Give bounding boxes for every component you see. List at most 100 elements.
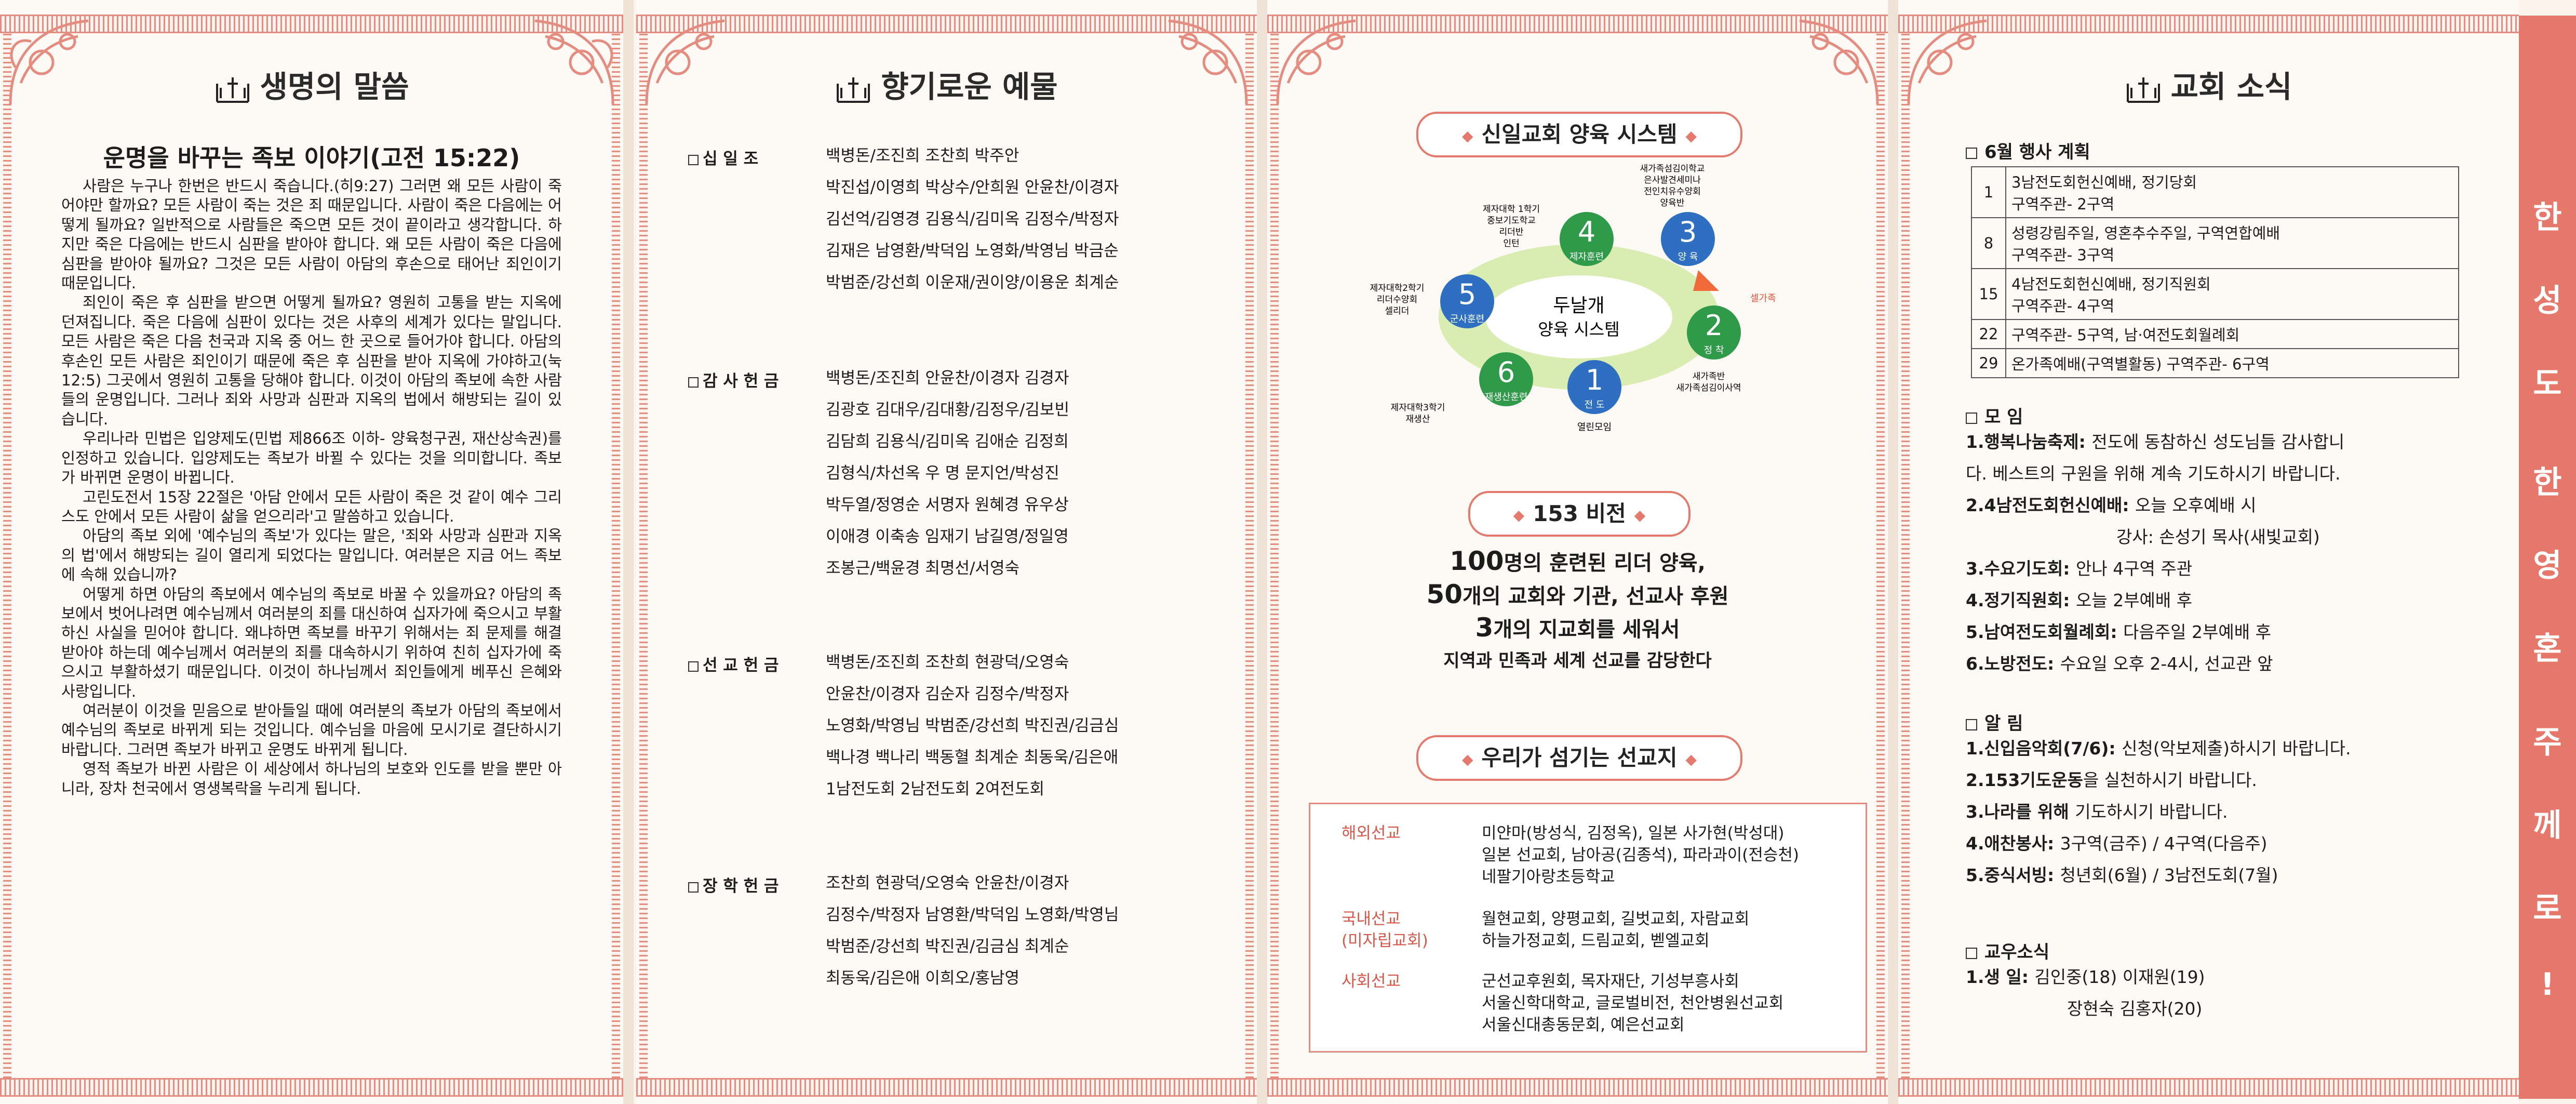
border-bottom	[636, 1078, 1257, 1097]
item-text: 3구역(금주) / 4구역(다음주)	[2060, 833, 2268, 854]
panel-header: 생명의 말씀	[0, 62, 623, 106]
system-title: 신일교회 양육 시스템	[1481, 122, 1678, 147]
mission-line: 서울신대총동문회, 예은선교회	[1482, 1016, 1685, 1034]
mission-line: 서울신학대학교, 글로벌비전, 천안병원선교회	[1482, 994, 1784, 1013]
list-item: 2.153기도운동을 실천하시기 바랍니다.	[1966, 764, 2488, 796]
offering-names: 조찬희 현광덕/오영숙 안윤찬/이경자 김정수/박정자 남영환/박덕임 노영화/…	[826, 873, 1226, 1000]
event-day: 29	[1971, 348, 2006, 378]
item-text: 오늘 오후예배 시	[2135, 495, 2257, 515]
event-text: 구역주관- 5구역, 남·여전도회월례회	[2005, 319, 2459, 349]
border-top	[1898, 15, 2519, 33]
banner-char: !	[2540, 966, 2555, 1003]
item-label: 2.153기도운동	[1966, 770, 2083, 790]
vision-line-last: 지역과 민족과 세계 선교를 감당한다	[1443, 650, 1712, 671]
offering-line: 박범준/강선희 이운재/권이양/이용운 최계순	[826, 273, 1119, 292]
offering-names: 백병돈/조진희 조찬희 박주안 박진섭/이영희 박상수/안희원 안윤찬/이경자 …	[826, 145, 1226, 304]
vision-number: 50	[1426, 579, 1463, 609]
bible-cross-icon	[837, 77, 870, 103]
gyou-heading: 교우소식	[1966, 938, 2049, 963]
offering-line: 박두열/정영순 서명자 원혜경 유우상	[826, 496, 1069, 514]
gyou-title: 교우소식	[1984, 942, 2050, 963]
vision-title-pill: ◆153 비전◆	[1468, 491, 1691, 537]
event-day: 8	[1971, 217, 2006, 269]
mission-line: 일본 선교회, 남아공(김종석), 파라과이(전승천)	[1482, 846, 1800, 864]
mission-lines: 군선교후원회, 목자재단, 기성부흥사회 서울신학대학교, 글로벌비전, 천안병…	[1482, 970, 1855, 1036]
ornament-corner-icon	[645, 19, 725, 104]
svg-text:재생산: 재생산	[1406, 414, 1430, 424]
ornament-corner-icon	[1907, 19, 1987, 104]
offering-group-scholarship: 장 학 헌 금 조찬희 현광덕/오영숙 안윤찬/이경자 김정수/박정자 남영환/…	[688, 873, 1226, 1000]
center-label: 두날개	[1553, 295, 1604, 316]
checkbox-icon	[1966, 147, 1977, 159]
mission-title-pill: ◆우리가 섬기는 선교지◆	[1416, 735, 1742, 781]
node-label: 군사훈련	[1450, 314, 1484, 325]
vision-number: 3	[1475, 613, 1494, 643]
node-note: 열린모임	[1577, 422, 1612, 433]
diamond-icon: ◆	[1461, 750, 1473, 768]
node-label: 전 도	[1585, 400, 1605, 410]
sermon-paragraph: 어떻게 하면 아담의 족보에서 예수님의 족보로 바꿀 수 있을까요? 아담의 …	[61, 585, 562, 700]
item-label: 5.중식서빙:	[1966, 865, 2060, 885]
item-label: 6.노방전도:	[1966, 654, 2060, 674]
item-label: 1.생 일:	[1966, 967, 2035, 987]
list-item: 5.남여전도회월례회: 다음주일 2부예배 후	[1966, 616, 2488, 648]
node-label: 재생산훈련	[1485, 392, 1528, 403]
mission-line: 군선교후원회, 목자재단, 기성부흥사회	[1482, 972, 1739, 991]
offering-line: 이애경 이축송 임재기 남길영/정일영	[826, 527, 1069, 546]
offering-line: 백병돈/조진희 안윤찬/이경자 김경자	[826, 369, 1069, 388]
item-text: 전도에 동참하신 성도님들 감사합니	[2091, 432, 2345, 452]
banner-char: 주	[2533, 724, 2562, 761]
mission-row-overseas: 해외선교 미얀마(방성식, 김정옥), 일본 사가현(박성대) 일본 선교회, …	[1341, 822, 1855, 888]
item-label: 3.나라를 위해	[1966, 802, 2075, 822]
sermon-paragraph: 사람은 누구나 한번은 반드시 죽습니다.(히9:27) 그러면 왜 모든 사람…	[61, 177, 562, 292]
mission-line: 하늘가정교회, 드림교회, 벧엘교회	[1482, 932, 1710, 950]
svg-text:인턴: 인턴	[1503, 238, 1519, 249]
offering-line: 조찬희 현광덕/오영숙 안윤찬/이경자	[826, 874, 1069, 893]
list-item: 1.생 일: 김인중(18) 이재원(19)	[1966, 961, 2488, 993]
mission-lines: 미얀마(방성식, 김정옥), 일본 사가현(박성대) 일본 선교회, 남아공(김…	[1482, 822, 1855, 888]
sermon-paragraph: 아담의 족보 외에 '예수님의 족보'가 있다는 말은, '죄와 사망과 심판과…	[61, 527, 562, 584]
offering-line: 백나경 백나리 백동혈 최계순 최동욱/김은애	[826, 748, 1119, 767]
node-label: 제자훈련	[1569, 251, 1604, 262]
ornament-corner-icon	[1799, 19, 1879, 104]
checkbox-icon	[688, 661, 699, 672]
item-label: 2.4남전도회헌신예배:	[1966, 495, 2136, 515]
svg-text:리더반: 리더반	[1499, 227, 1524, 237]
offering-label: 감 사 헌 금	[688, 368, 818, 391]
sermon-paragraph: 죄인이 죽은 후 심판을 받으면 어떻게 될까요? 영원히 고통을 받는 지옥에…	[61, 294, 562, 428]
vision-line: 50개의 교회와 기관, 선교사 후원	[1267, 579, 1888, 612]
offering-names: 백병돈/조진희 조찬희 현광덕/오영숙 안윤찬/이경자 김순자 김정수/박정자 …	[826, 652, 1226, 810]
diamond-icon: ◆	[1634, 506, 1646, 524]
border-right	[1245, 33, 1254, 1078]
ornament-corner-icon	[534, 19, 614, 104]
arrow-icon	[1693, 270, 1719, 291]
banner-char: 영	[2533, 548, 2562, 584]
mission-title: 우리가 섬기는 선교지	[1481, 745, 1678, 770]
banner-char: 한	[2533, 464, 2562, 501]
vision-line-text: 개의 교회와 기관, 선교사 후원	[1463, 584, 1729, 608]
panel-header: 향기로운 예물	[636, 62, 1257, 106]
list-item: 4.정기직원회: 오늘 2부예배 후	[1966, 584, 2488, 616]
offering-names: 백병돈/조진희 안윤찬/이경자 김경자 김광호 김대우/김대황/김정우/김보빈 …	[826, 368, 1226, 590]
border-left	[639, 33, 648, 1078]
border-left	[3, 33, 11, 1078]
list-item: 2.4남전도회헌신예배: 오늘 오후예배 시	[1966, 489, 2488, 521]
node-number: 4	[1578, 216, 1595, 248]
border-top	[636, 15, 1257, 33]
svg-text:은사발견세미나: 은사발견세미나	[1644, 175, 1701, 185]
offering-label-text: 감 사 헌 금	[703, 372, 779, 391]
sermon-title: 운명을 바꾸는 족보 이야기(고전 15:22)	[103, 144, 520, 172]
alim-heading: 알 림	[1966, 709, 2023, 735]
list-item: 1.신입음악회(7/6): 신청(악보제출)하시기 바랍니다.	[1966, 733, 2488, 764]
vision-line-text: 개의 지교회를 세워서	[1493, 618, 1680, 642]
mission-category: 국내선교(미자립교회)	[1341, 910, 1428, 950]
item-text: 기도하시기 바랍니다.	[2075, 802, 2228, 822]
item-label: 4.정기직원회:	[1966, 590, 2076, 610]
item-text: 오늘 2부예배 후	[2075, 590, 2193, 610]
list-item: 강사: 손성기 목사(새빛교회)	[2116, 527, 2320, 547]
node-3: 3양 육	[1661, 212, 1715, 266]
